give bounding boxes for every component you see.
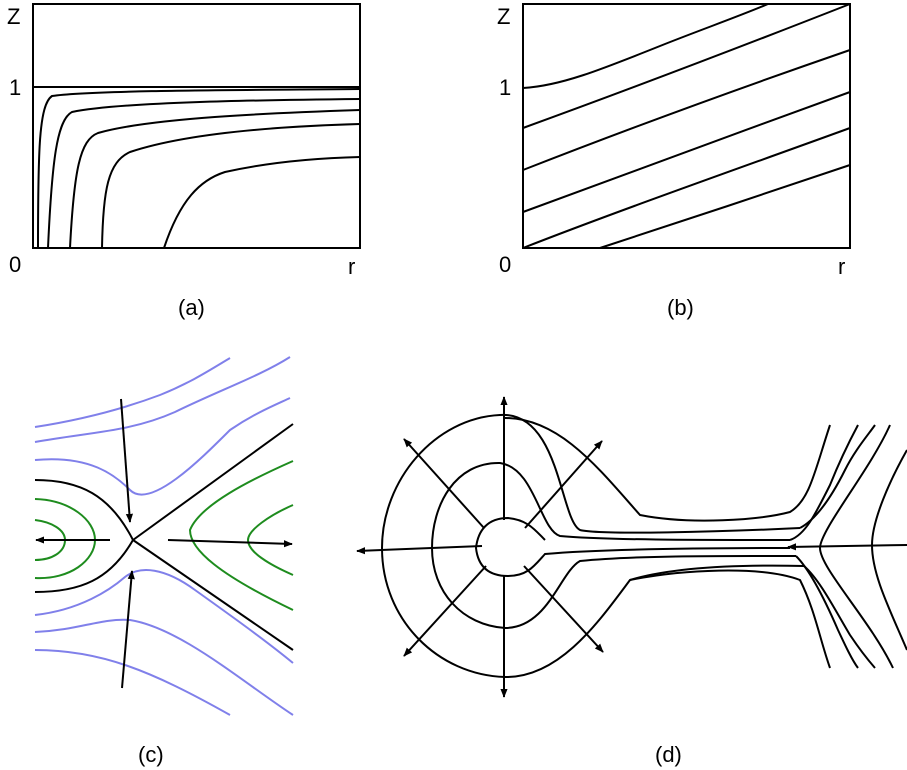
panel-c-blue-lower-3: [34, 649, 231, 716]
panel-b-caption: (b): [667, 295, 694, 320]
panel-c-separatrix-lower-left: [34, 539, 134, 593]
panel-d-caption: (d): [655, 742, 682, 767]
panel-a-curve-5: [163, 156, 361, 249]
panel-b-curve-3: [522, 49, 851, 171]
panel-b: Z 1 0 r: [497, 3, 851, 279]
panel-c-blue-upper-1: [34, 357, 231, 428]
panel-d-channel-lower-1: [795, 555, 859, 669]
panel-a-origin-label: 0: [9, 252, 21, 277]
panel-b-curve-2: [522, 3, 851, 129]
panel-c: [34, 356, 294, 716]
panel-a-curve-3: [69, 109, 361, 249]
panel-c-blue-upper-2: [34, 356, 291, 443]
panel-d-ring-1: [474, 516, 791, 578]
panel-a-frame: [32, 3, 361, 249]
panel-c-blue-lower-2: [34, 618, 294, 716]
panel-a-caption: (a): [178, 295, 205, 320]
panel-d-arrow-down-left: [403, 565, 487, 657]
panel-a-curve-4: [101, 123, 361, 249]
panel-b-curve-1: [522, 3, 769, 89]
panel-d-ring-2: [430, 461, 797, 630]
panel-d-arrow-up-left: [403, 438, 485, 529]
panel-a: Z 1 0 r: [7, 3, 361, 279]
panel-a-tick-1: 1: [9, 75, 21, 100]
panel-b-curve-5: [522, 127, 851, 249]
panel-d-channel-upper-1: [504, 417, 831, 522]
panel-c-green-right-outer: [188, 460, 294, 611]
panel-b-frame: [522, 3, 851, 249]
panel-a-curve-2: [47, 98, 361, 249]
panel-b-r-label: r: [838, 254, 845, 279]
panel-d-right-curve-2: [870, 449, 907, 651]
panel-c-separatrix-upper-left: [34, 479, 134, 541]
panel-c-arrow-up: [121, 570, 135, 689]
panel-d-channel-upper-2: [789, 424, 859, 541]
panel-d-arrow-left: [356, 545, 483, 555]
panel-d: [356, 396, 907, 698]
panel-c-arrow-right: [167, 539, 293, 548]
panel-d-channel-lower-2: [803, 565, 876, 669]
panel-d-arrow-inflow: [787, 543, 907, 551]
panel-d-channel-lower-0: [629, 569, 831, 669]
panel-b-tick-1: 1: [499, 75, 511, 100]
panel-d-arrow-up-right: [524, 440, 603, 529]
panel-c-caption: (c): [138, 742, 164, 767]
panel-d-channel-upper-3: [799, 424, 876, 529]
panel-d-right-curve-1: [818, 424, 894, 669]
panel-d-arrow-down-right: [523, 565, 604, 653]
panel-a-r-label: r: [348, 254, 355, 279]
panel-b-z-label: Z: [497, 4, 510, 29]
panel-c-blue-upper-3: [34, 397, 291, 496]
panel-c-separatrix-upper-right: [132, 423, 294, 541]
panel-b-curve-4: [522, 91, 851, 213]
panel-c-blue-lower-1: [34, 569, 294, 664]
panel-c-separatrix-lower-right: [132, 539, 294, 651]
panel-c-arrow-down: [120, 398, 133, 523]
panel-b-origin-label: 0: [499, 252, 511, 277]
panel-d-ring-3: [380, 413, 805, 679]
panel-a-curve-1: [37, 88, 361, 249]
panel-c-green-right-inner: [246, 504, 294, 576]
panel-a-z-label: Z: [7, 4, 20, 29]
panel-b-curve-6: [599, 164, 851, 249]
